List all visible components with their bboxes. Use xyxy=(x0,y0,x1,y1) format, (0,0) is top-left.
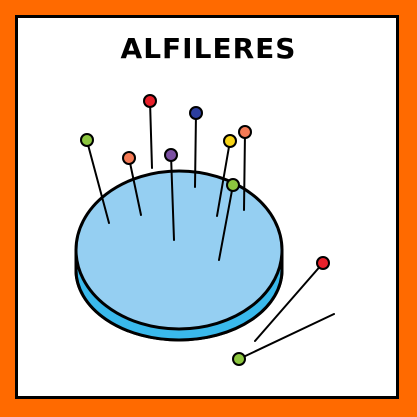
pin-icon xyxy=(316,256,330,270)
pin-shaft xyxy=(218,184,234,261)
pin-icon xyxy=(226,178,240,192)
pin-icon xyxy=(223,134,237,148)
pin-shaft xyxy=(86,140,110,224)
cushion-top xyxy=(74,169,284,331)
pin-icon xyxy=(80,133,94,147)
pin-icon xyxy=(189,106,203,120)
page-title: ALFILERES xyxy=(120,32,297,65)
pin-shaft xyxy=(254,262,324,342)
pin-icon xyxy=(143,94,157,108)
pin-shaft xyxy=(128,157,142,216)
pin-icon xyxy=(238,125,252,139)
pin-shaft xyxy=(238,313,335,360)
pin-shaft xyxy=(170,154,175,241)
pin-icon xyxy=(122,151,136,165)
pin-icon xyxy=(232,352,246,366)
pin-icon xyxy=(164,148,178,162)
pin-shaft xyxy=(216,140,231,217)
pin-shaft xyxy=(149,100,153,169)
pincushion-icon xyxy=(74,169,284,342)
pin-shaft xyxy=(243,131,246,211)
pin-shaft xyxy=(194,112,197,188)
